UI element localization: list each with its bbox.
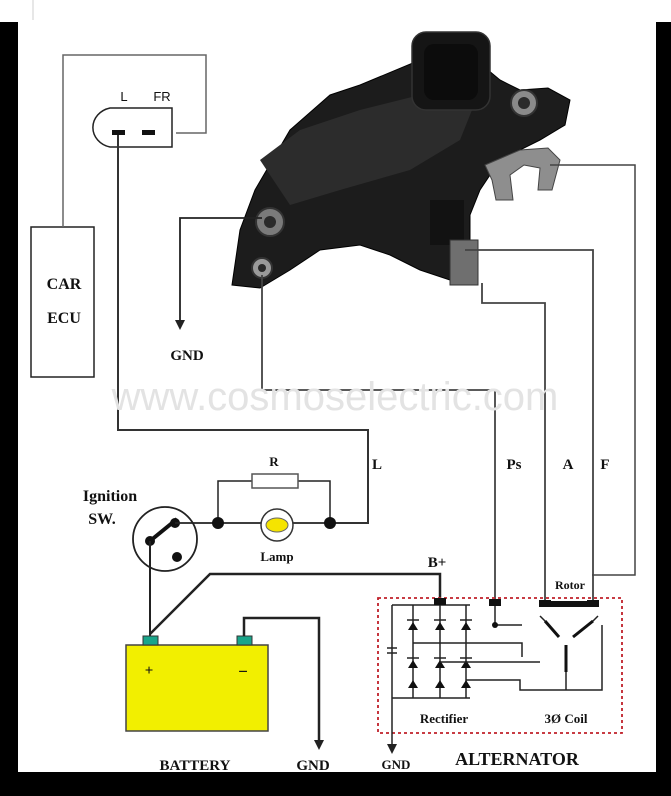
- voltage-regulator: [231, 31, 571, 289]
- alternator-label: ALTERNATOR: [455, 749, 580, 769]
- connector-label-fr: FR: [153, 89, 170, 104]
- label-f-wire: F: [600, 457, 609, 473]
- lamp-label: Lamp: [260, 549, 293, 564]
- connector-pin-fr: [142, 130, 155, 135]
- b-plus-terminal: [434, 598, 446, 605]
- battery-gnd-arrow: [314, 740, 324, 750]
- rectifier-label: Rectifier: [420, 711, 469, 726]
- l-fr-connector: [92, 107, 173, 148]
- f-wire: [465, 249, 594, 606]
- battery-gnd-wire: [242, 616, 321, 742]
- ignition-contact-3: [172, 552, 182, 562]
- connector-label-l: L: [120, 89, 127, 104]
- car-ecu-box: [30, 226, 95, 378]
- three-phase-coil: [543, 619, 594, 672]
- car-ecu-label-line2: ECU: [47, 310, 81, 327]
- rotor-terminal-f: [587, 600, 599, 607]
- lamp-bulb: [265, 517, 289, 533]
- rectifier-bridge: [387, 604, 472, 748]
- battery-terminal-positive: [142, 635, 159, 646]
- resistor-label: R: [269, 454, 279, 469]
- watermark-text: www.cosmoselectric.com: [111, 375, 559, 419]
- ps-wire: [261, 275, 496, 600]
- ignition-switch: [132, 506, 198, 572]
- resistor-symbol: [251, 473, 299, 489]
- rotor-feedback-wire: [550, 164, 636, 576]
- label-a-wire: A: [563, 457, 574, 473]
- ignition-label-line1: Ignition: [83, 488, 137, 505]
- rotor-terminal-a: [539, 600, 551, 607]
- battery-gnd-label: GND: [296, 758, 330, 774]
- regulator-gnd-label: GND: [170, 348, 204, 364]
- alternator-gnd-label: GND: [382, 757, 411, 772]
- ignition-label-line2: SW.: [88, 511, 115, 528]
- ecu-to-connector-wire: [62, 54, 207, 227]
- ignition-contact-bridge: [148, 517, 179, 543]
- regulator-gnd-wire: [179, 217, 262, 322]
- regulator-gnd-arrow: [175, 320, 185, 330]
- l-wire: [117, 135, 369, 524]
- battery-body: [125, 644, 269, 732]
- top-bar: [0, 0, 671, 22]
- junction-left: [212, 517, 224, 529]
- connector-pin-l: [112, 130, 125, 135]
- junction-right: [324, 517, 336, 529]
- label-ps-wire: Ps: [507, 457, 522, 473]
- alternator-box: [377, 597, 623, 734]
- label-l-wire: L: [372, 457, 382, 473]
- rotor-label: Rotor: [555, 578, 586, 592]
- battery-minus-sign: −: [238, 662, 248, 681]
- battery-plus-sign: +: [145, 663, 154, 679]
- coil-leads: [539, 615, 599, 690]
- battery-terminal-negative: [236, 635, 253, 646]
- coil-label: 3Ø Coil: [545, 711, 588, 726]
- battery-label: BATTERY: [160, 758, 231, 774]
- rotor-winding: [551, 601, 587, 607]
- a-wire: [481, 283, 546, 606]
- ps-junction: [492, 622, 498, 628]
- ps-terminal: [489, 599, 501, 606]
- b-plus-label: B+: [428, 555, 447, 571]
- b-plus-wire: [149, 572, 442, 635]
- car-ecu-label-line1: CAR: [47, 276, 82, 293]
- alternator-gnd-arrow: [387, 744, 397, 754]
